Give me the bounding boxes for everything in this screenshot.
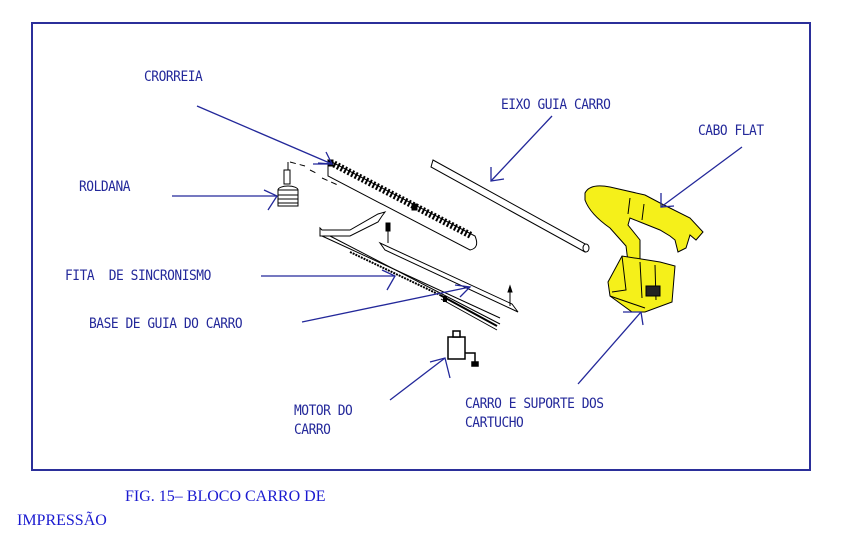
label-fita-sincronismo: FITA DE SINCRONISMO — [65, 268, 211, 284]
pulley-part — [277, 161, 341, 207]
fita-arrow — [261, 269, 396, 291]
base-guia-arrow — [301, 284, 472, 323]
timing-strip-part — [349, 251, 498, 331]
label-base-guia-carro: BASE DE GUIA DO CARRO — [89, 316, 243, 332]
label-cabo-flat: CABO FLAT — [698, 123, 764, 139]
label-roldana: ROLDANA — [79, 179, 131, 195]
figure-caption-line1: FIG. 15– BLOCO CARRO DE — [125, 488, 326, 505]
roldana-arrow — [172, 189, 278, 211]
motor-arrow — [389, 357, 451, 401]
figure-caption-line2: IMPRESSÃO — [17, 512, 107, 529]
carro-arrow — [577, 311, 644, 385]
label-motor-line2: CARRO — [294, 422, 331, 438]
carriage-base-part — [319, 211, 519, 325]
label-crorreia: CRORREIA — [144, 69, 203, 85]
label-carro-line1: CARRO E SUPORTE DOS — [465, 396, 604, 412]
flat-cable-part — [584, 185, 704, 263]
label-carro-line2: CARTUCHO — [465, 415, 524, 431]
carriage-part — [607, 255, 676, 313]
eixo-arrow — [490, 115, 553, 182]
cabo-flat-arrow — [660, 146, 743, 208]
label-eixo-guia-carro: EIXO GUIA CARRO — [501, 97, 611, 113]
label-motor-line1: MOTOR DO — [294, 403, 353, 419]
guide-rod-part — [430, 159, 590, 253]
leader-lines — [172, 105, 743, 401]
crorreia-arrow — [196, 105, 334, 165]
motor-part — [447, 330, 479, 367]
belt-part — [327, 159, 478, 251]
